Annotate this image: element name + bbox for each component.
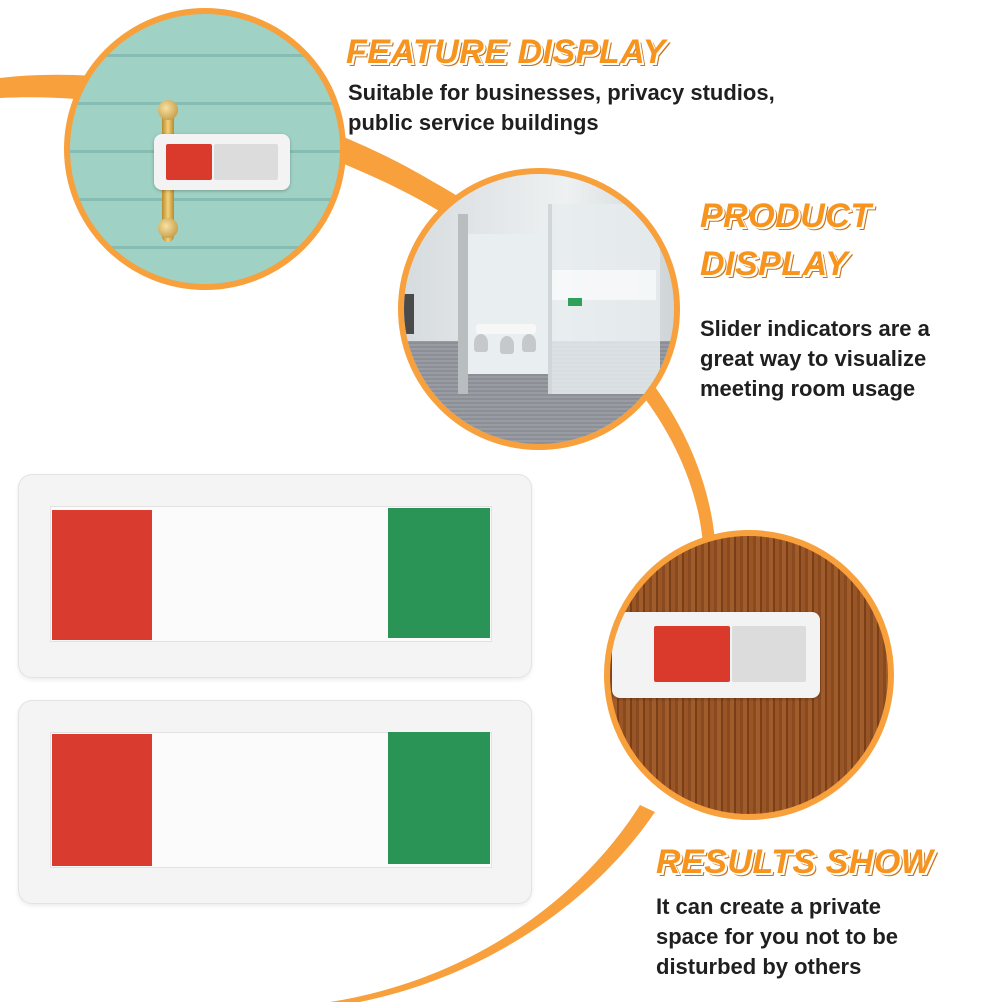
vacant-indicator [388, 508, 490, 638]
product-description-line1: Slider indicators are a [700, 316, 930, 341]
feature-description-line2: public service buildings [348, 110, 599, 135]
occupied-indicator [52, 734, 152, 866]
slider-sign-2 [18, 700, 532, 904]
results-description-line3: disturbed by others [656, 954, 862, 979]
feature-description-line1: Suitable for businesses, privacy studios… [348, 80, 775, 105]
slider-sign-1 [18, 474, 532, 678]
feature-photo-circle [64, 8, 346, 290]
door-sign [612, 612, 820, 698]
product-title-line1: PRODUCT [700, 197, 872, 235]
door-sign [154, 134, 290, 190]
product-photo-circle [398, 168, 680, 450]
occupied-indicator [52, 510, 152, 640]
product-description-line2: great way to visualize [700, 346, 927, 371]
product-description-line3: meeting room usage [700, 376, 916, 401]
results-title: RESULTS SHOW [656, 843, 934, 881]
results-description-line2: space for you not to be [656, 924, 899, 949]
door-indicator [568, 298, 582, 306]
vacant-indicator [388, 732, 490, 864]
results-description-line1: It can create a private [656, 894, 882, 919]
feature-title: FEATURE DISPLAY [346, 33, 666, 71]
product-title-line2: DISPLAY [700, 245, 849, 283]
results-photo-circle [604, 530, 894, 820]
